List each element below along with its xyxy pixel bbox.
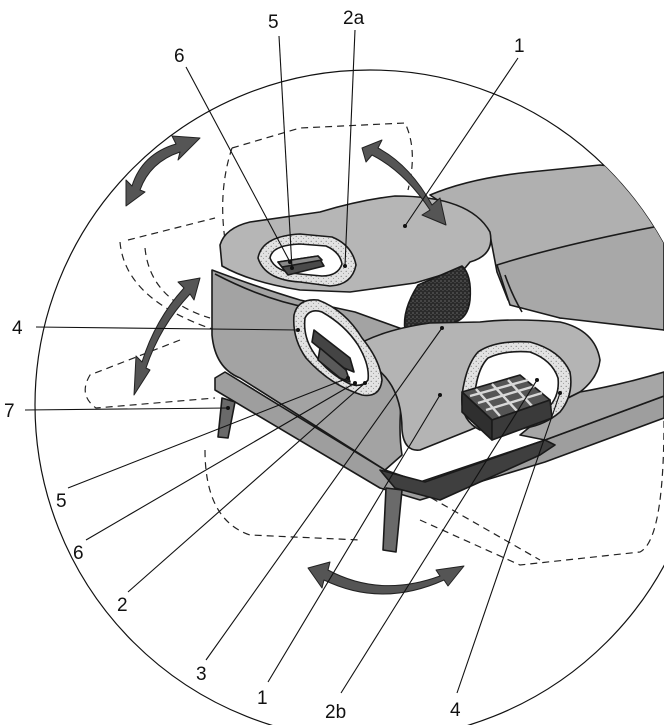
label-bottom-6: 6 — [73, 543, 84, 564]
spring-grid-lines — [469, 378, 543, 417]
actuator-left-bar — [311, 329, 355, 373]
label-left-4: 4 — [12, 318, 23, 339]
leader-lines — [24, 29, 561, 694]
label-bottom-4: 4 — [450, 700, 461, 721]
backrest-right-panel — [496, 224, 664, 331]
backrest-seam — [504, 274, 523, 313]
actuator-left-bracket — [317, 347, 351, 383]
swing-arrow-bottom — [307, 561, 465, 595]
leader-dots — [226, 224, 562, 410]
label-top-5: 5 — [268, 12, 279, 33]
label-top-2a: 2a — [343, 8, 365, 29]
label-bottom-5: 5 — [56, 491, 67, 512]
ghost-outline-lower — [84, 339, 664, 566]
view-circle — [34, 69, 664, 725]
label-bottom-2b: 2b — [325, 702, 346, 723]
seat-lower-front-face — [519, 371, 664, 441]
label-top-1: 1 — [514, 36, 525, 57]
front-leg-center — [382, 487, 403, 553]
front-leg-left — [217, 397, 236, 439]
actuator-upper-top — [277, 255, 323, 268]
rotate-arrow-upper-left — [125, 135, 201, 207]
frame-box-front — [491, 399, 553, 441]
label-bottom-3: 3 — [196, 664, 207, 685]
label-bottom-1: 1 — [257, 688, 268, 709]
foam-cutaway — [403, 265, 472, 336]
tilt-arrow-left — [133, 277, 201, 396]
tilt-arrow-top — [361, 139, 447, 226]
label-left-7: 7 — [4, 401, 15, 422]
label-top-6: 6 — [174, 46, 185, 67]
label-bottom-2: 2 — [117, 595, 128, 616]
